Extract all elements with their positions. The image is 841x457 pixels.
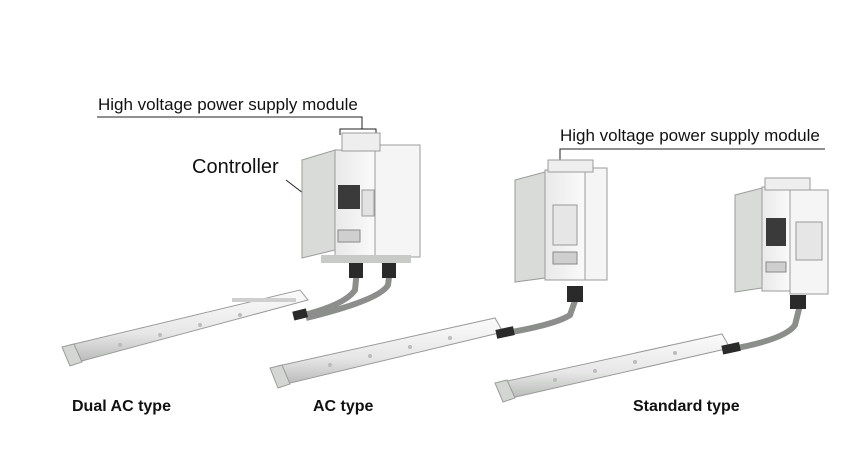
- controller-label: Controller: [192, 156, 279, 178]
- standard-unit: [494, 177, 829, 403]
- hv-module-label-right: High voltage power supply module: [560, 126, 820, 145]
- dual-ac-ionizer-bar: [61, 289, 309, 367]
- ac-ionizer-bar: [269, 317, 504, 389]
- hv-left-bracket: [339, 128, 377, 135]
- hv-right-leader: [559, 148, 825, 166]
- standard-ionizer-bar: [494, 333, 731, 403]
- hv-left-leader: [97, 116, 363, 129]
- standard-caption: Standard type: [633, 398, 740, 415]
- hv-module-label-left: High voltage power supply module: [98, 95, 358, 114]
- dual-ac-caption: Dual AC type: [72, 398, 171, 415]
- dual-ac-unit: [61, 132, 421, 367]
- ac-unit: [269, 159, 608, 389]
- ac-caption: AC type: [313, 398, 374, 415]
